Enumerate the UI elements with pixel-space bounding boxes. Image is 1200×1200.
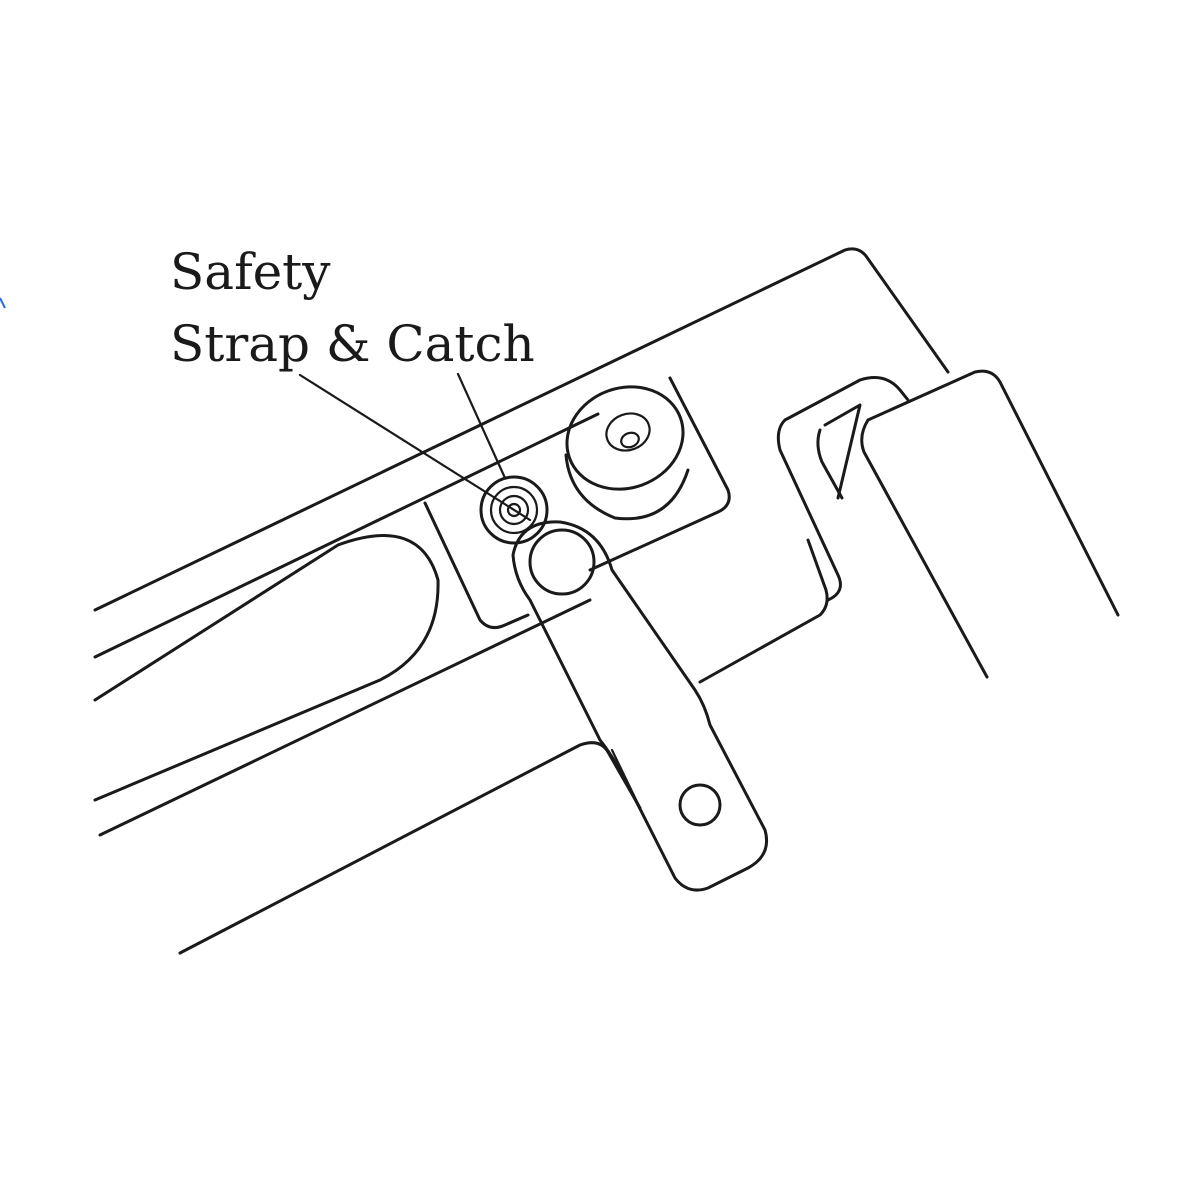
- callout-label: Safety Strap & Catch: [170, 236, 535, 380]
- callout-leader-lines: [298, 372, 532, 522]
- catch-screw-icon: [479, 475, 549, 545]
- rubber-bumper-icon: [564, 385, 690, 521]
- rail-slot: [93, 534, 440, 802]
- upright-panel: [860, 369, 1120, 679]
- safety-strap-icon: [511, 520, 769, 892]
- hinge-bracket-icon: [776, 376, 910, 602]
- bumper-pocket: [423, 376, 731, 630]
- callout-line-2: Strap & Catch: [170, 315, 535, 373]
- edge-mark: [0, 297, 6, 309]
- callout-line-1: Safety: [170, 243, 331, 301]
